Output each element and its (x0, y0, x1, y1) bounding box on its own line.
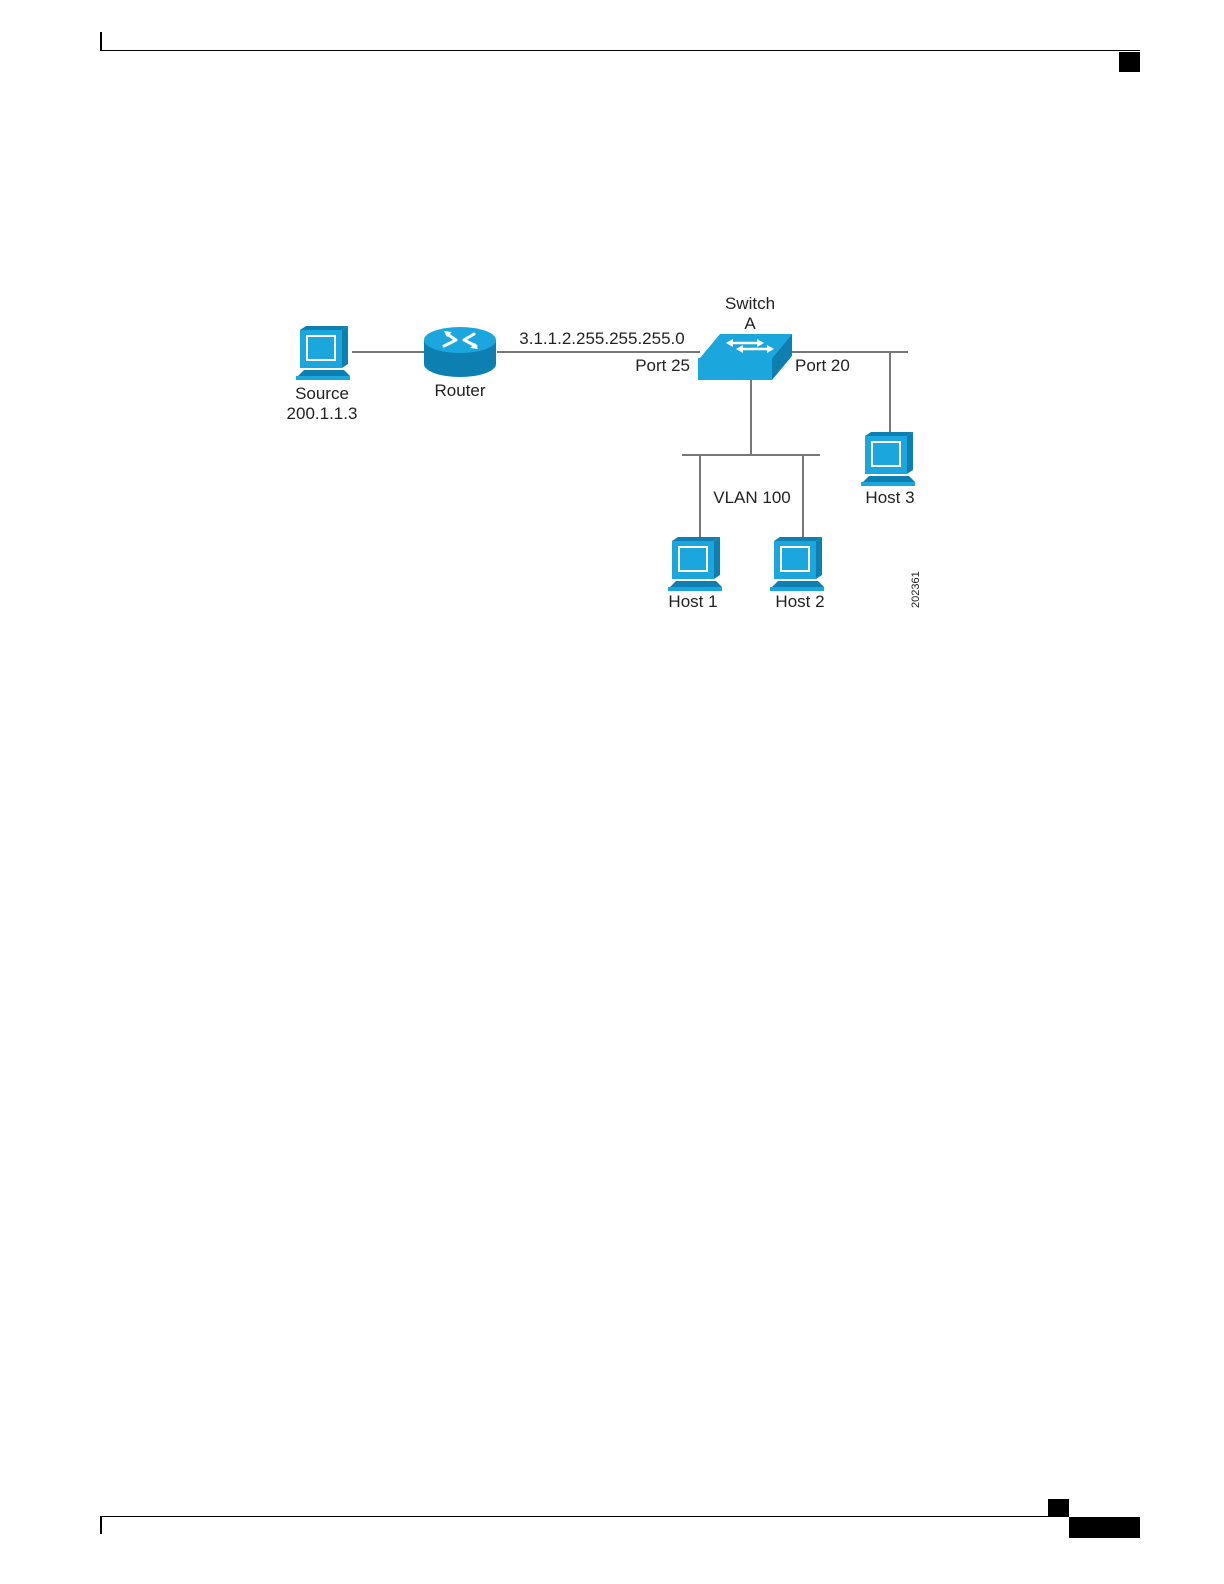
host3-label: Host 3 (865, 488, 914, 507)
host2-pc-icon (770, 537, 824, 591)
port-25-label: Port 25 (635, 356, 690, 375)
switch-label: Switch (725, 294, 775, 313)
host1-label: Host 1 (668, 592, 717, 611)
footer-left-mark (100, 1516, 102, 1534)
link-address-label: 3.1.1.2.255.255.255.0 (519, 329, 684, 348)
network-diagram: Switch A 3.1.1.2.255.255.255.0 Port 25 P… (0, 0, 1224, 700)
source-pc-icon (296, 326, 350, 380)
source-ip-label: 200.1.1.3 (287, 404, 358, 423)
figure-number: 202361 (910, 571, 922, 608)
switch-icon (698, 334, 792, 380)
footer-corner-block (1048, 1499, 1069, 1516)
router-icon (424, 327, 496, 377)
host2-label: Host 2 (775, 592, 824, 611)
footer-rule (100, 1516, 1069, 1517)
source-label: Source (295, 384, 349, 403)
switch-id-label: A (744, 314, 756, 333)
host3-pc-icon (861, 432, 915, 486)
footer-page-tab (1069, 1517, 1140, 1538)
host1-pc-icon (668, 537, 722, 591)
port-20-label: Port 20 (795, 356, 850, 375)
router-label: Router (434, 381, 485, 400)
vlan-label: VLAN 100 (713, 488, 791, 507)
